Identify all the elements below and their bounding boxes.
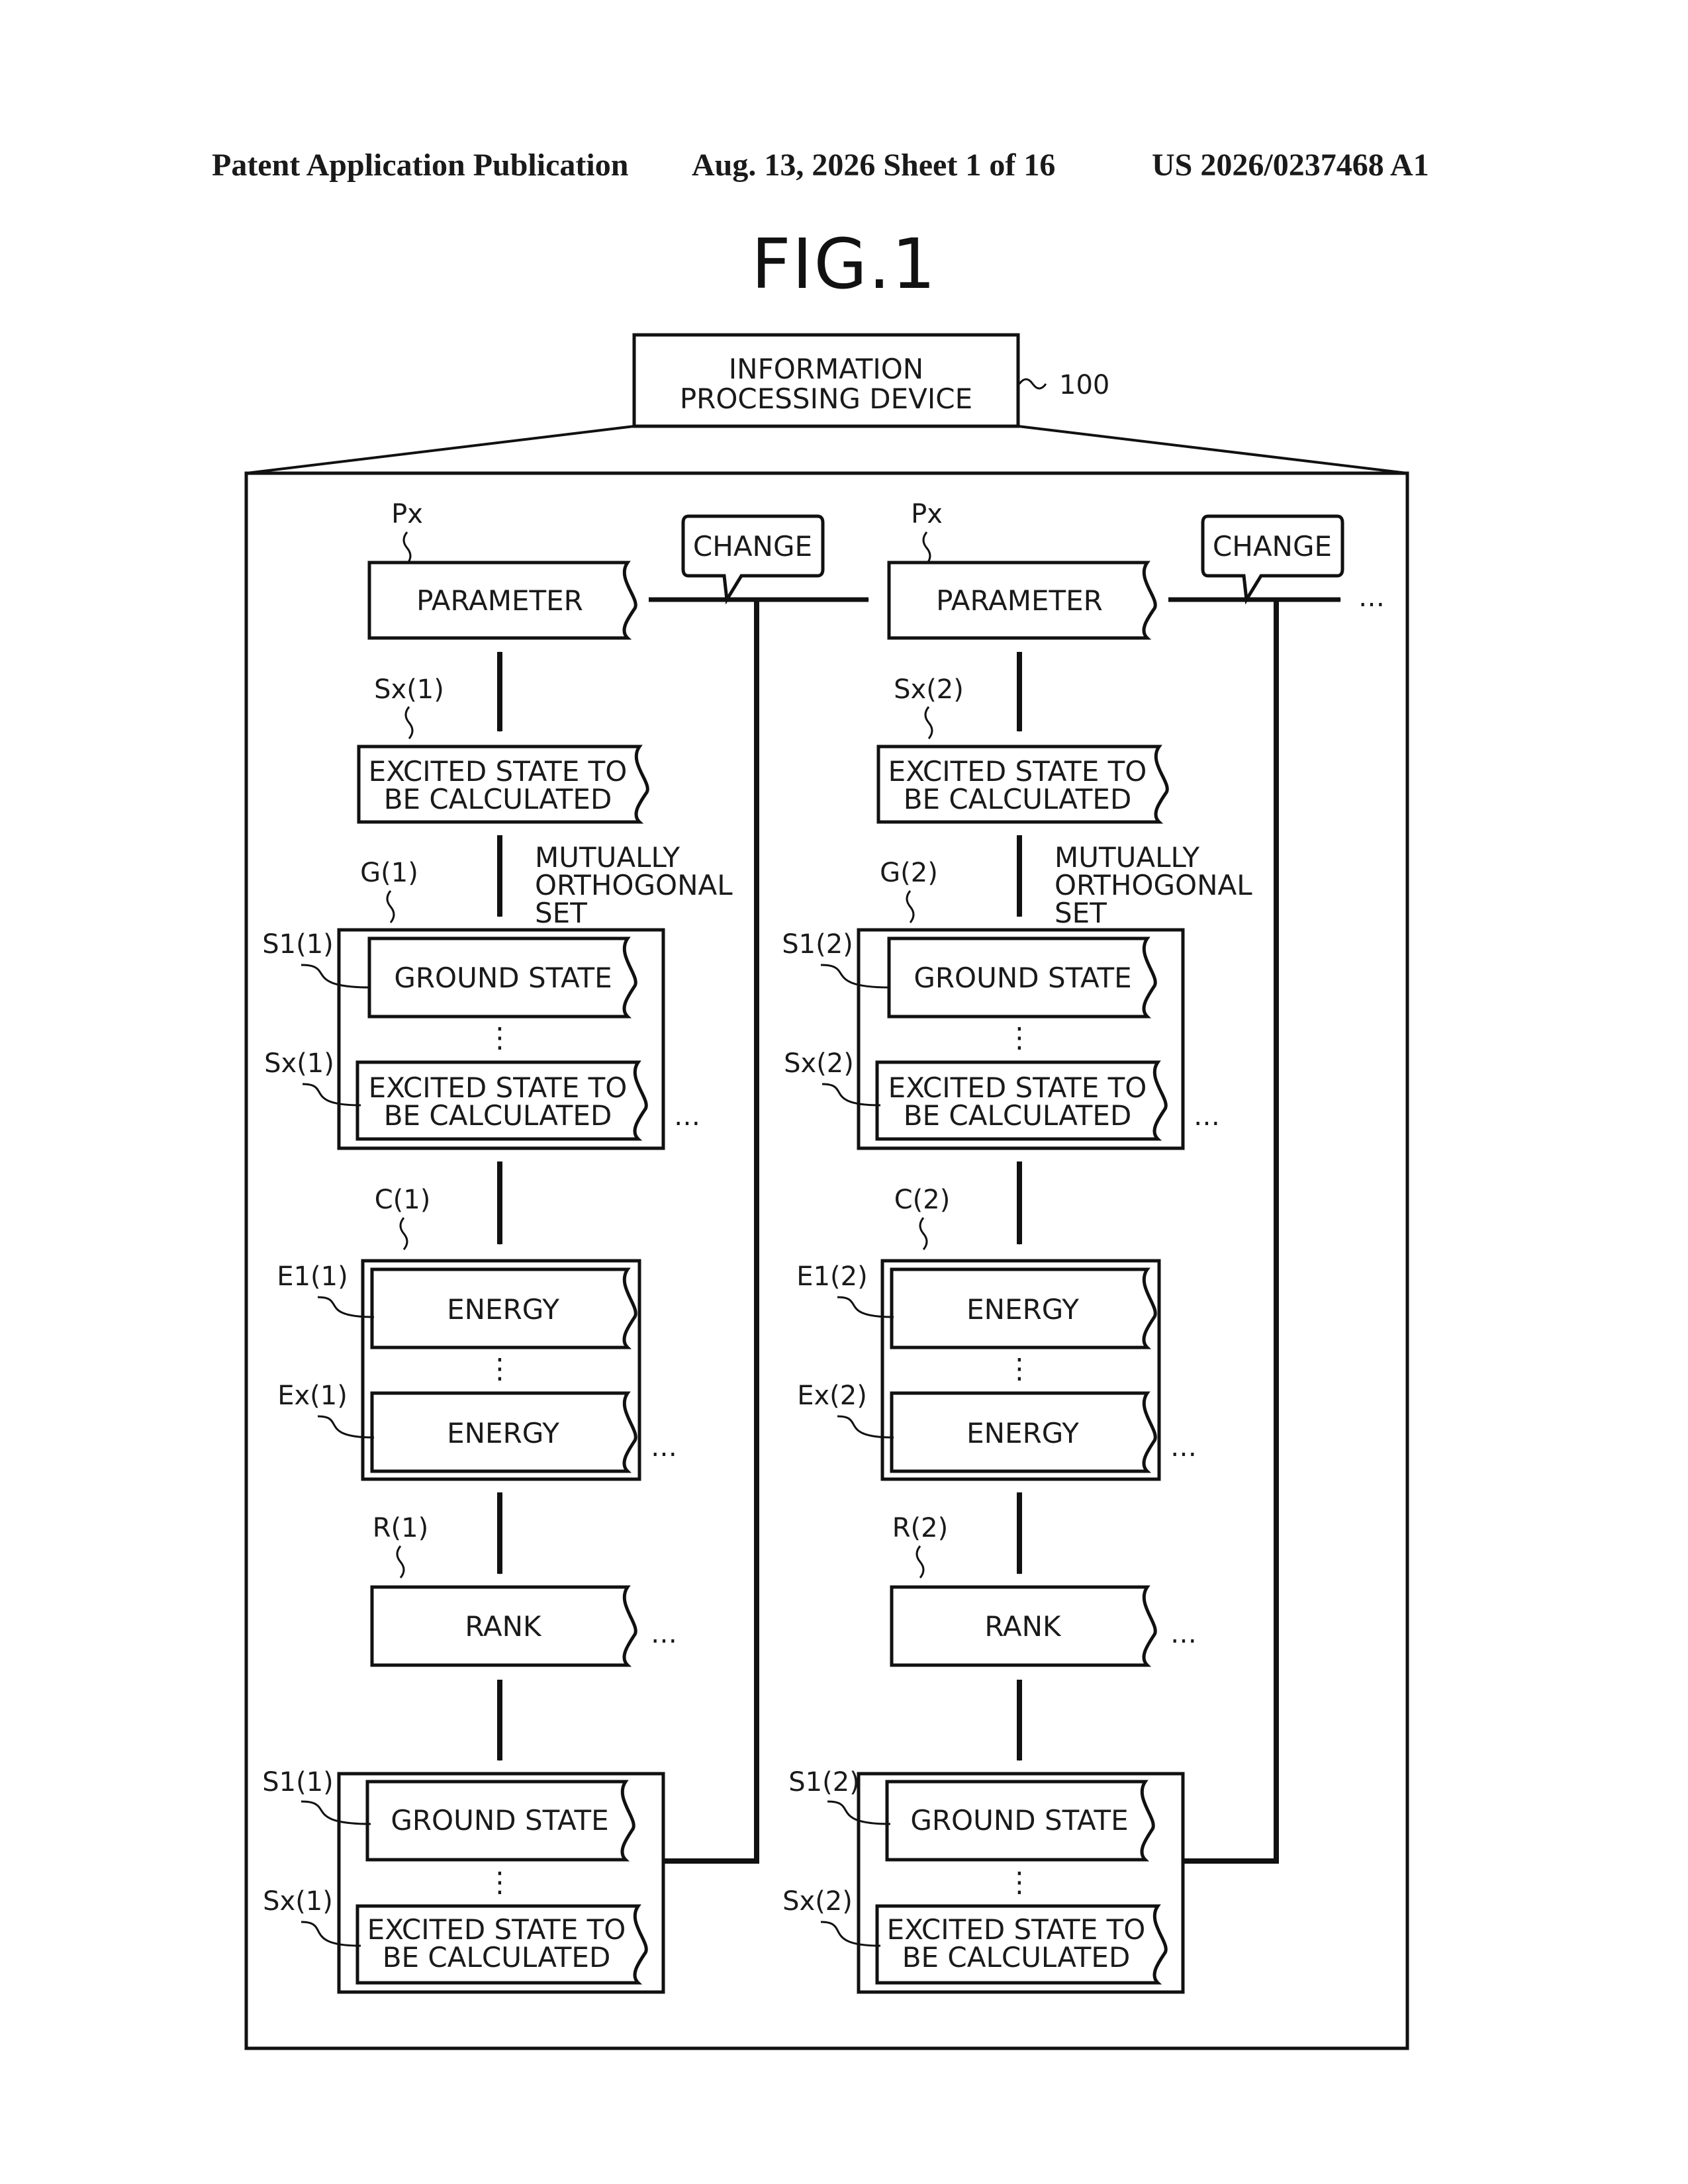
feedback-line bbox=[1183, 600, 1276, 1861]
energy-group-ref: C(2) bbox=[894, 1185, 951, 1215]
iteration-column-1: PxPARAMETERCHANGESx(1)EXCITED STATE TOBE… bbox=[262, 499, 868, 1992]
rank-ref-tick bbox=[397, 1546, 404, 1578]
set-vdots: ⋮ bbox=[486, 1021, 514, 1054]
expand-line-left bbox=[246, 426, 634, 473]
set-ground-ref: S1(1) bbox=[262, 929, 334, 960]
expand-line-right bbox=[1018, 426, 1407, 473]
excited-target-line2: BE CALCULATED bbox=[904, 783, 1132, 815]
set-vdots: ⋮ bbox=[1006, 1021, 1033, 1054]
set-excited-ref: Sx(1) bbox=[264, 1048, 334, 1079]
rank-label: RANK bbox=[465, 1610, 542, 1643]
set-excited-line2: BE CALCULATED bbox=[384, 1099, 612, 1132]
energy-ellipsis: … bbox=[651, 1432, 677, 1463]
energy-vdots: ⋮ bbox=[486, 1352, 514, 1385]
rank-ref-tick bbox=[917, 1546, 923, 1578]
energy-group-ref: C(1) bbox=[375, 1185, 431, 1215]
parameter-ref-tick bbox=[404, 532, 410, 564]
change-label: CHANGE bbox=[1213, 530, 1332, 563]
energy-group-ref-tick bbox=[920, 1218, 927, 1250]
device-label-line2: PROCESSING DEVICE bbox=[680, 383, 972, 415]
set-ref: G(1) bbox=[360, 858, 418, 888]
result-excited-ref: Sx(2) bbox=[782, 1886, 853, 1917]
set-ground-state-label: GROUND STATE bbox=[914, 962, 1131, 994]
result-vdots: ⋮ bbox=[486, 1866, 514, 1898]
energy-first-ref: E1(2) bbox=[796, 1261, 867, 1292]
energy-group-ref-tick bbox=[400, 1218, 407, 1250]
trailing-ellipsis: … bbox=[1358, 582, 1385, 613]
result-vdots: ⋮ bbox=[1006, 1866, 1033, 1898]
result-excited-ref: Sx(1) bbox=[263, 1886, 333, 1917]
information-processing-device: INFORMATION PROCESSING DEVICE bbox=[634, 335, 1018, 426]
energy-first-label: ENERGY bbox=[447, 1293, 559, 1326]
rank-ref: R(2) bbox=[892, 1513, 948, 1543]
excited-target-ref-tick bbox=[925, 707, 932, 739]
set-ref-tick bbox=[387, 891, 394, 923]
result-ground-ref: S1(2) bbox=[788, 1767, 860, 1797]
orthogonal-label-line3: SET bbox=[1055, 897, 1107, 929]
feedback-line bbox=[663, 600, 757, 1861]
energy-first-ref: E1(1) bbox=[277, 1261, 348, 1292]
energy-first-label: ENERGY bbox=[966, 1293, 1079, 1326]
device-ref-leader bbox=[1019, 379, 1046, 388]
parameter-label: PARAMETER bbox=[416, 584, 583, 617]
rank-ellipsis: … bbox=[1170, 1619, 1197, 1649]
energy-vdots: ⋮ bbox=[1006, 1352, 1033, 1385]
result-ground-state-label: GROUND STATE bbox=[910, 1804, 1128, 1837]
change-label: CHANGE bbox=[693, 530, 812, 563]
set-ground-state-label: GROUND STATE bbox=[394, 962, 612, 994]
device-ref: 100 bbox=[1059, 370, 1109, 400]
set-ellipsis: … bbox=[1194, 1101, 1220, 1132]
energy-x-ref: Ex(2) bbox=[797, 1381, 867, 1411]
iteration-column-2: PxPARAMETERCHANGESx(2)EXCITED STATE TOBE… bbox=[782, 499, 1342, 1992]
result-excited-line2: BE CALCULATED bbox=[383, 1941, 611, 1974]
energy-x-label: ENERGY bbox=[966, 1417, 1079, 1449]
set-excited-ref: Sx(2) bbox=[784, 1048, 854, 1079]
set-ref: G(2) bbox=[880, 858, 938, 888]
rank-ellipsis: … bbox=[651, 1619, 677, 1649]
set-ground-ref: S1(2) bbox=[782, 929, 853, 960]
set-ref-tick bbox=[907, 891, 914, 923]
result-ground-state-label: GROUND STATE bbox=[391, 1804, 608, 1837]
excited-target-line2: BE CALCULATED bbox=[384, 783, 612, 815]
set-excited-line2: BE CALCULATED bbox=[904, 1099, 1132, 1132]
rank-label: RANK bbox=[984, 1610, 1062, 1643]
result-excited-line2: BE CALCULATED bbox=[902, 1941, 1131, 1974]
excited-target-ref-tick bbox=[406, 707, 412, 739]
orthogonal-label-line3: SET bbox=[535, 897, 587, 929]
result-ground-ref: S1(1) bbox=[262, 1767, 334, 1797]
energy-x-label: ENERGY bbox=[447, 1417, 559, 1449]
energy-x-ref: Ex(1) bbox=[277, 1381, 348, 1411]
parameter-ref-tick bbox=[923, 532, 930, 564]
parameter-label: PARAMETER bbox=[936, 584, 1103, 617]
excited-target-ref: Sx(2) bbox=[894, 674, 964, 705]
device-label-line1: INFORMATION bbox=[729, 353, 923, 385]
set-ellipsis: … bbox=[674, 1101, 700, 1132]
excited-target-ref: Sx(1) bbox=[374, 674, 444, 705]
rank-ref: R(1) bbox=[373, 1513, 428, 1543]
energy-ellipsis: … bbox=[1170, 1432, 1197, 1463]
parameter-ref: Px bbox=[391, 499, 423, 529]
parameter-ref: Px bbox=[911, 499, 943, 529]
